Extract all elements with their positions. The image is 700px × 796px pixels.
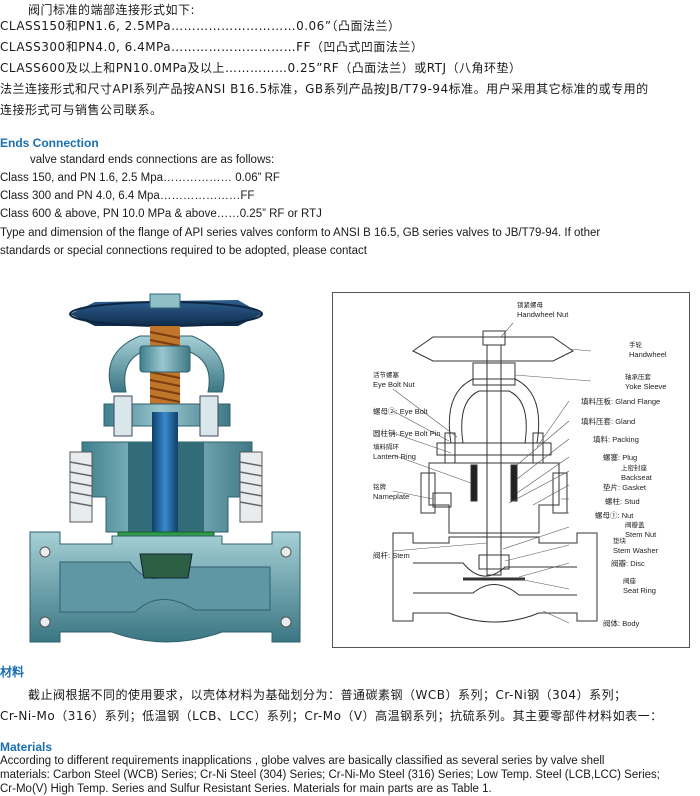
en-contact-line: standards or special connections require…	[0, 245, 367, 257]
zh-intro: 阀门标准的端部连接形式如下:	[28, 3, 196, 17]
materials-en-line3: Cr-Mo(V) High Temp. Series and Sulfur Re…	[0, 783, 492, 795]
label-backseat-cn: 上密封座	[621, 464, 647, 472]
label-stem-washer: 垫块 Stem Washer	[613, 537, 658, 555]
label-lantern-ring-en: Lantern Ring	[373, 452, 416, 461]
label-stud-cn: 螺柱:	[605, 497, 623, 506]
label-packing: 填料: Packing	[593, 435, 639, 444]
en-class300-line: Class 300 and PN 4.0, 6.4 Mpa…………………FF	[0, 190, 255, 202]
label-gasket-en: Gasket	[622, 483, 646, 492]
label-yoke-sleeve-cn: 轴承压套	[625, 373, 651, 381]
en-intro: valve standard ends connections are as f…	[30, 154, 275, 166]
label-plug-cn: 螺塞:	[603, 453, 621, 462]
zh-class300-line: CLASS300和PN4.0, 6.4MPa…………………………FF（凹凸式凹面…	[0, 40, 424, 54]
label-handwheel: 手轮 Handwheel	[629, 341, 667, 359]
label-backseat: 上密封座 Backseat	[621, 464, 652, 482]
label-gland-flange-cn: 填料压板:	[581, 397, 614, 406]
label-eye-bolt-cn: 螺母②:	[373, 407, 398, 416]
label-stud-en: Stud	[624, 497, 640, 506]
handwheel-shape	[70, 300, 262, 326]
valve-cutaway-illustration	[29, 293, 301, 643]
label-stem-nut: 阀瓣盖 Stem Nut	[625, 521, 656, 539]
zh-contact-line: 连接形式可与销售公司联系。	[0, 103, 163, 117]
label-nameplate-en: Nameplate	[373, 492, 410, 501]
label-handwheel-nut-cn: 锁紧螺母	[517, 301, 543, 309]
label-disc-cn: 阀瓣:	[611, 559, 629, 568]
label-nameplate: 铭牌 Nameplate	[373, 483, 409, 501]
label-eye-bolt-nut: 活节螺塞 Eye Bolt Nut	[373, 371, 415, 389]
label-lantern-ring-cn: 填料隔环	[373, 443, 399, 451]
materials-zh-line1: 截止阀根据不同的使用要求，以壳体材料为基础划分为：普通碳素钢（WCB）系列；Cr…	[28, 688, 627, 702]
label-stem-nut-en: Stem Nut	[625, 530, 657, 539]
label-gland-en: Gland	[615, 417, 636, 426]
label-gland: 填料压套: Gland	[581, 417, 635, 426]
materials-zh-line2: Cr-Ni-Mo（316）系列；低温钢（LCB、LCC）系列；Cr-Mo（V）高…	[0, 709, 663, 723]
label-gasket-cn: 垫片:	[603, 483, 621, 492]
label-yoke-sleeve-en: Yoke Sleeve	[625, 382, 667, 391]
materials-en-heading: Materials	[0, 740, 53, 754]
label-disc-en: Disc	[630, 559, 645, 568]
label-yoke-sleeve: 轴承压套 Yoke Sleeve	[625, 373, 666, 391]
zh-class600-line: CLASS600及以上和PN10.0MPa及以上……………0.25”RF（凸面法…	[0, 61, 522, 75]
en-class150-line: Class 150, and PN 1.6, 2.5 Mpa……………… 0.0…	[0, 172, 280, 184]
label-handwheel-cn: 手轮	[629, 341, 642, 349]
label-nut-cn: 螺母①:	[595, 511, 620, 520]
zh-class150-line: CLASS150和PN1.6, 2.5MPa…………………………0.06”（凸面…	[0, 19, 401, 33]
label-gland-flange-en: Gland Flange	[615, 397, 661, 406]
label-packing-en: Packing	[612, 435, 639, 444]
label-nut-en: Nut	[621, 511, 634, 520]
label-body: 阀体: Body	[603, 619, 639, 628]
label-lantern-ring: 填料隔环 Lantern Ring	[373, 443, 416, 461]
label-handwheel-nut-en: Handwheel Nut	[517, 310, 569, 319]
label-stem-washer-en: Stem Washer	[613, 546, 659, 555]
label-nut: 螺母①: Nut	[595, 511, 633, 520]
label-gasket: 垫片: Gasket	[603, 483, 646, 492]
label-gland-cn: 填料压套:	[581, 417, 614, 426]
label-body-en: Body	[622, 619, 640, 628]
label-handwheel-nut: 锁紧螺母 Handwheel Nut	[517, 301, 568, 319]
materials-en-line1: According to different requirements inap…	[0, 755, 605, 767]
en-flange-standard-line: Type and dimension of the flange of API …	[0, 227, 601, 239]
valve-part-diagram: 锁紧螺母 Handwheel Nut 手轮 Handwheel 轴承压套 Yok…	[332, 292, 690, 648]
label-plug: 螺塞: Plug	[603, 453, 637, 462]
label-backseat-en: Backseat	[621, 473, 652, 482]
ends-connection-heading: Ends Connection	[0, 136, 99, 150]
label-eye-bolt-nut-en: Eye Bolt Nut	[373, 380, 415, 389]
label-stem-washer-cn: 垫块	[613, 537, 626, 545]
label-stem: 阀杆: Stem	[373, 551, 410, 560]
label-stem-en: Stem	[392, 551, 410, 560]
materials-zh-heading: 材料	[0, 665, 25, 679]
zh-flange-standard-line: 法兰连接形式和尺寸API系列产品按ANSI B16.5标准，GB系列产品按JB/…	[0, 82, 649, 96]
label-plug-en: Plug	[622, 453, 638, 462]
en-class600-line: Class 600 & above, PN 10.0 MPa & above………	[0, 208, 322, 220]
label-eye-bolt: 螺母②: Eye Bolt	[373, 407, 428, 416]
label-stud: 螺柱: Stud	[605, 497, 640, 506]
label-packing-cn: 填料:	[593, 435, 611, 444]
label-eye-bolt-pin: 圆柱销: Eye Bolt Pin	[373, 429, 441, 438]
label-nameplate-cn: 铭牌	[373, 483, 386, 491]
label-eye-bolt-pin-en: Eye Bolt Pin	[399, 429, 441, 438]
label-gland-flange: 填料压板: Gland Flange	[581, 397, 660, 406]
label-stem-nut-cn: 阀瓣盖	[625, 521, 645, 529]
label-seat-ring: 阀座 Seat Ring	[623, 577, 656, 595]
label-seat-ring-cn: 阀座	[623, 577, 636, 585]
label-body-cn: 阀体:	[603, 619, 621, 628]
materials-en-line2: materials: Carbon Steel (WCB) Series; Cr…	[0, 769, 660, 781]
label-seat-ring-en: Seat Ring	[623, 586, 656, 595]
label-eye-bolt-pin-cn: 圆柱销:	[373, 429, 398, 438]
label-eye-bolt-en: Eye Bolt	[399, 407, 428, 416]
label-stem-cn: 阀杆:	[373, 551, 391, 560]
valve-line-drawing	[392, 322, 598, 624]
label-handwheel-en: Handwheel	[629, 350, 667, 359]
label-eye-bolt-nut-cn: 活节螺塞	[373, 371, 399, 379]
label-disc: 阀瓣: Disc	[611, 559, 645, 568]
